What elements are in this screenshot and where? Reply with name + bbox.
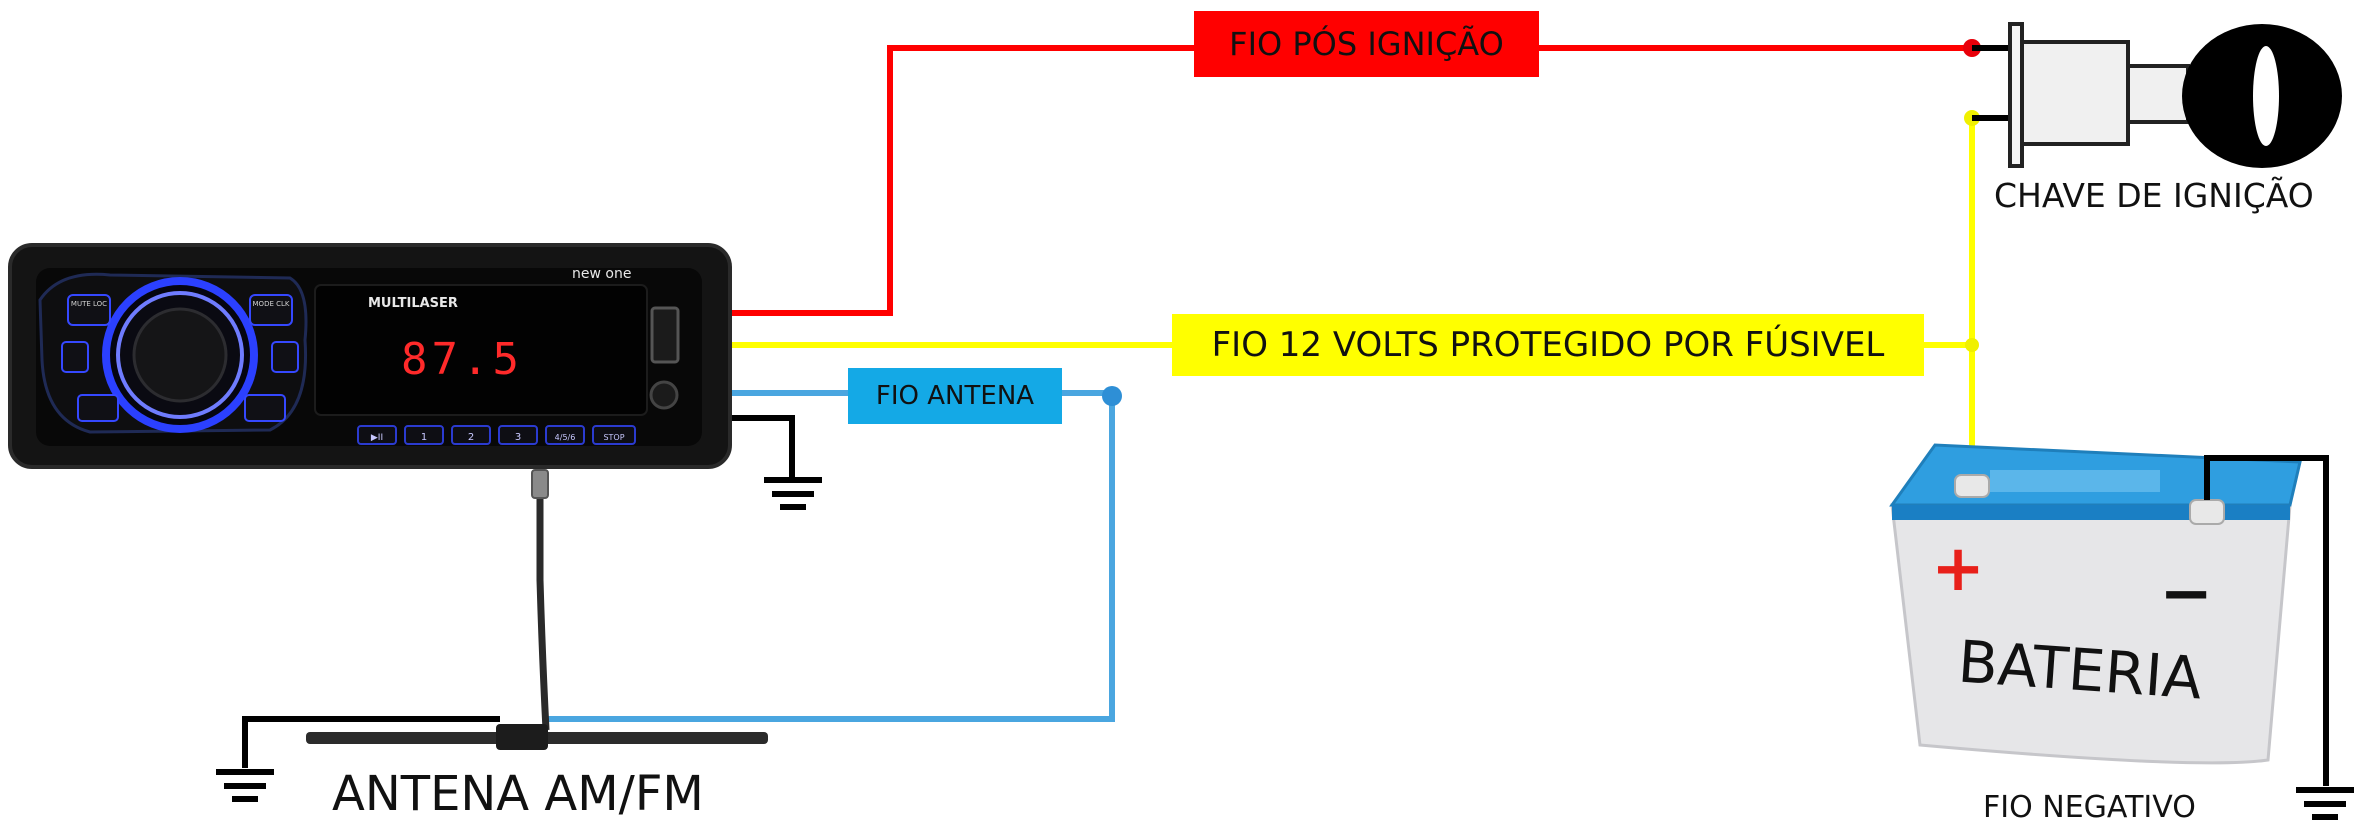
red-wire (728, 45, 1972, 316)
radio-side-label-right: MODE CLK (253, 300, 290, 308)
radio-button-3: 3 (515, 432, 521, 443)
label-fio-pos-ignicao: FIO PÓS IGNIÇÃO (1194, 11, 1539, 77)
battery (1889, 443, 2302, 765)
battery-plus-sign: + (1931, 532, 1985, 606)
radio-button-2: 2 (468, 432, 474, 443)
radio-display (314, 284, 648, 416)
antenna-base (496, 724, 548, 750)
antenna-plug (531, 469, 549, 499)
radio-button-stop: STOP (603, 433, 624, 442)
label-fio-pos-ignicao-text: FIO PÓS IGNIÇÃO (1229, 25, 1504, 63)
label-antena-am-fm: ANTENA AM/FM (332, 766, 704, 822)
battery-positive-terminal (1954, 474, 1990, 498)
battery-negative-terminal (2189, 499, 2225, 525)
yellow-wire-junction-mid (1965, 338, 1979, 352)
ignition-key (1972, 22, 2342, 168)
radio-ground-symbol (728, 415, 822, 510)
battery-minus-sign: − (2159, 557, 2213, 631)
label-fio-12-volts: FIO 12 VOLTS PROTEGIDO POR FÚSIVEL (1172, 314, 1924, 376)
radio-brand: MULTILASER (368, 296, 458, 311)
radio-side-label-left: MUTE LOC (71, 300, 107, 308)
antenna-ground-symbol (216, 716, 500, 802)
label-fio-antena-text: FIO ANTENA (875, 381, 1035, 411)
radio-frequency: 87.5 (401, 334, 523, 385)
radio-button-play: ▶II (371, 433, 383, 443)
label-fio-antena: FIO ANTENA (848, 368, 1062, 424)
aux-port (649, 380, 679, 410)
radio-model: new one (572, 266, 631, 282)
blue-wire-junction (1102, 386, 1122, 406)
label-fio-negativo: FIO NEGATIVO (1983, 790, 2196, 825)
usb-port (650, 306, 680, 364)
radio-button-1: 1 (421, 432, 427, 443)
car-radio (8, 243, 732, 469)
yellow-wire (728, 118, 1975, 480)
antenna-cable (536, 486, 550, 731)
battery-ground-symbol (2204, 455, 2354, 820)
label-fio-12-volts-text: FIO 12 VOLTS PROTEGIDO POR FÚSIVEL (1211, 325, 1885, 365)
radio-button-456: 4/5/6 (555, 433, 576, 442)
label-chave-de-ignicao: CHAVE DE IGNIÇÃO (1994, 176, 2314, 215)
